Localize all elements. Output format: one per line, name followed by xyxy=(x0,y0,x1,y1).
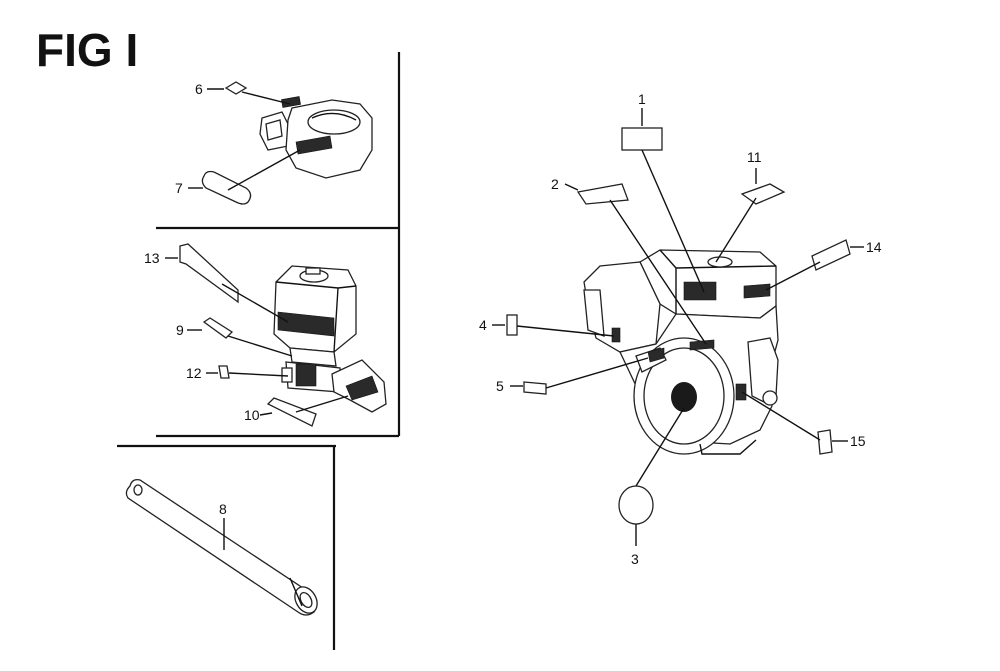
part-11-label xyxy=(740,183,786,205)
callout-2: 2 xyxy=(551,176,559,192)
part-13-label xyxy=(179,243,239,304)
callout-8: 8 xyxy=(219,501,227,517)
callout-14: 14 xyxy=(866,239,882,255)
air-cleaner-assembly-middle xyxy=(273,265,387,413)
part-15-label xyxy=(817,429,833,455)
callout-4: 4 xyxy=(479,317,487,333)
panel-dividers xyxy=(117,52,401,650)
part-3-label xyxy=(618,485,654,525)
tool-tube xyxy=(125,478,318,616)
callout-15: 15 xyxy=(850,433,866,449)
air-cleaner-assembly-top xyxy=(259,96,373,179)
part-10-label xyxy=(266,397,317,427)
figure-title: FIG I xyxy=(36,24,138,76)
callout-3: 3 xyxy=(631,551,639,567)
part-6-label xyxy=(224,81,248,95)
part-9-label xyxy=(202,317,234,339)
callout-6: 6 xyxy=(195,81,203,97)
part-1-label xyxy=(621,127,663,151)
callout-5: 5 xyxy=(496,378,504,394)
part-7-label xyxy=(201,170,252,205)
part-5-label xyxy=(523,381,547,395)
callout-10: 10 xyxy=(244,407,260,423)
part-2-label xyxy=(576,183,629,205)
part-14-label xyxy=(811,239,851,271)
callout-13: 13 xyxy=(144,250,160,266)
callout-11: 11 xyxy=(747,149,762,165)
part-4-label xyxy=(506,314,518,336)
callout-9: 9 xyxy=(176,322,184,338)
engine-assembly xyxy=(583,249,779,455)
callout-12: 12 xyxy=(186,365,202,381)
callout-1: 1 xyxy=(638,91,646,107)
callout-7: 7 xyxy=(175,180,183,196)
part-12-label xyxy=(218,365,230,379)
